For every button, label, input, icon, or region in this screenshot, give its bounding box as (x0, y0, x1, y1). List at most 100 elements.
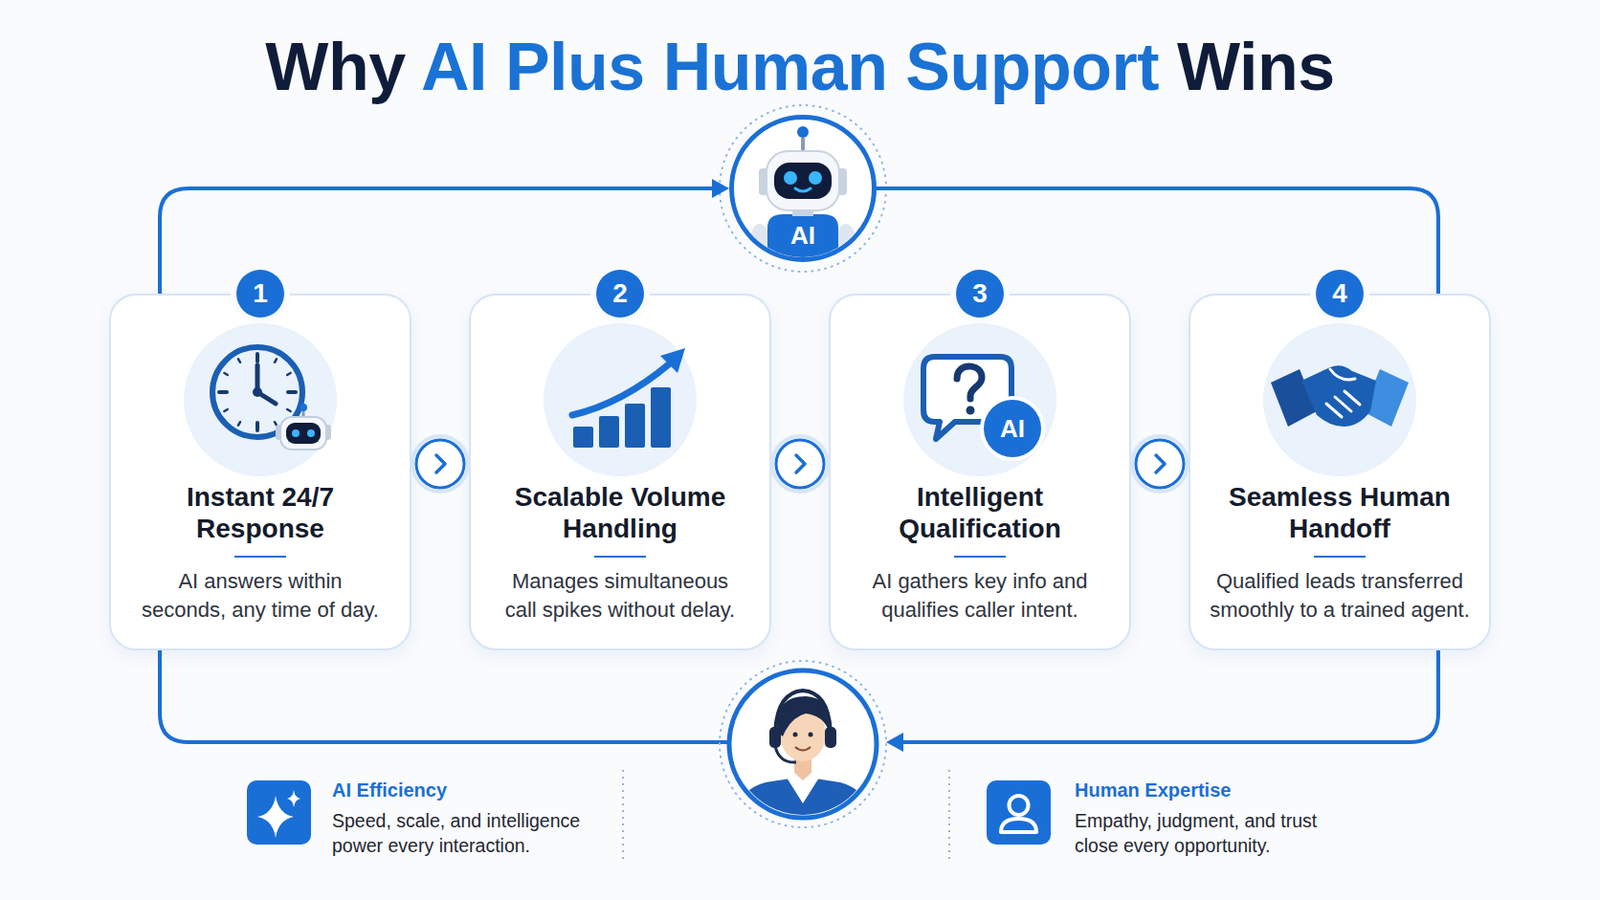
icon-line (287, 409, 290, 412)
icon-path (956, 366, 982, 400)
step-card: 2Scalable Volume HandlingManages simulta… (468, 293, 772, 651)
feature-icon (986, 780, 1051, 845)
step-icon (183, 323, 337, 477)
icon-polygon (660, 348, 686, 374)
connector-line (876, 188, 1439, 294)
icon-ellipse (836, 223, 856, 258)
feature-icon (246, 780, 312, 845)
step-heading: Instant 24/7 Response (140, 481, 380, 545)
chevron-halo (1132, 436, 1188, 492)
agent-illustration (732, 690, 874, 823)
connector (159, 178, 730, 294)
agent-eye (793, 733, 799, 738)
title-bar: Why AI Plus Human Support Wins (0, 26, 1600, 108)
chevron (436, 455, 445, 473)
step-icon (1263, 323, 1417, 477)
step-description: Manages simultaneous call spikes without… (497, 567, 743, 625)
connector-line (771, 463, 829, 467)
heading-underline (1313, 555, 1366, 558)
sparkle-icon (287, 790, 301, 808)
separator (622, 770, 624, 863)
icon-circle (307, 429, 315, 438)
icon-circle (783, 171, 798, 185)
icon-circle (903, 323, 1057, 477)
step-card: 1Instant 24/7 ResponseAI answers within … (109, 293, 412, 651)
ai-robot-circle: AI (729, 114, 877, 263)
step-number: 4 (1315, 269, 1364, 318)
loop-line (159, 650, 730, 743)
chevron-halo (772, 436, 828, 492)
feature-description: Empathy, judgment, and trust close every… (1074, 808, 1343, 859)
loop-arrowhead (886, 733, 904, 753)
icon-circle (183, 323, 337, 477)
sparkle-icon (257, 796, 294, 839)
ai-badge-text: AI (1000, 414, 1025, 445)
connector-line (1131, 463, 1189, 467)
headset-cup (769, 727, 781, 749)
step-number: 3 (955, 269, 1004, 318)
feature-heading: Human Expertise (1074, 778, 1231, 802)
step-heading: Seamless Human Handoff (1220, 481, 1460, 545)
icon-circle (797, 126, 809, 138)
ai-badge: AI (983, 400, 1042, 458)
headset-mic (775, 746, 797, 763)
heading-underline (954, 555, 1006, 558)
icon-line (255, 354, 260, 362)
icon-line (1326, 403, 1342, 418)
agent-eye (808, 733, 814, 738)
icon-line (288, 390, 296, 395)
icon-circle (252, 387, 263, 398)
chevron-circle (1135, 440, 1184, 489)
icon-circle (1263, 323, 1417, 477)
icon-rect (573, 426, 594, 448)
icon-ellipse (750, 223, 770, 258)
loop-line (895, 650, 1439, 743)
connector (771, 436, 829, 492)
icon-line (219, 390, 227, 395)
icon-circle (299, 403, 308, 412)
agent-shirt (786, 773, 820, 804)
step-description: AI gathers key info and qualifies caller… (860, 567, 1100, 625)
person-icon (1000, 819, 1037, 833)
icon-line (274, 422, 277, 425)
agent-circle (729, 670, 877, 819)
step-number: 1 (236, 269, 285, 318)
icon-rect (624, 403, 645, 448)
chevron-circle (416, 440, 465, 489)
icon-rect (774, 162, 832, 200)
icon-line (238, 422, 241, 425)
headset-cup (824, 727, 837, 749)
icon-rect (280, 417, 327, 450)
icon-line (223, 373, 227, 376)
dotted-ring (719, 661, 887, 828)
icon-line (238, 358, 241, 362)
chevron-halo (412, 436, 468, 492)
agent-smile (795, 747, 811, 752)
connector (876, 188, 1439, 294)
icon-circle (808, 171, 823, 185)
icon-circle (291, 429, 300, 438)
icon-line (1344, 391, 1360, 405)
robot-chest-label: AI (733, 221, 872, 250)
chevron (796, 455, 805, 473)
connector (1131, 436, 1189, 492)
arrowhead (711, 178, 730, 199)
dotted-ring (719, 105, 887, 272)
icon-rect (650, 387, 671, 448)
diagram-title: Why AI Plus Human Support Wins (265, 26, 1334, 108)
icon-line (1334, 397, 1352, 412)
chevron (1155, 455, 1165, 473)
step-heading: Intelligent Qualification (860, 481, 1100, 545)
icon-rect (766, 151, 840, 211)
heading-underline (594, 555, 646, 558)
step-heading: Scalable Volume Handling (500, 481, 740, 545)
connector-line (411, 463, 469, 467)
headset-band (775, 690, 831, 739)
icon-line (255, 422, 260, 431)
icon-path (1330, 369, 1356, 380)
step-icon (543, 323, 697, 477)
icon-rect (599, 416, 620, 448)
icon-line (274, 358, 277, 362)
step-description: Qualified leads transferred smoothly to … (1204, 567, 1475, 625)
icon-path (795, 188, 811, 192)
